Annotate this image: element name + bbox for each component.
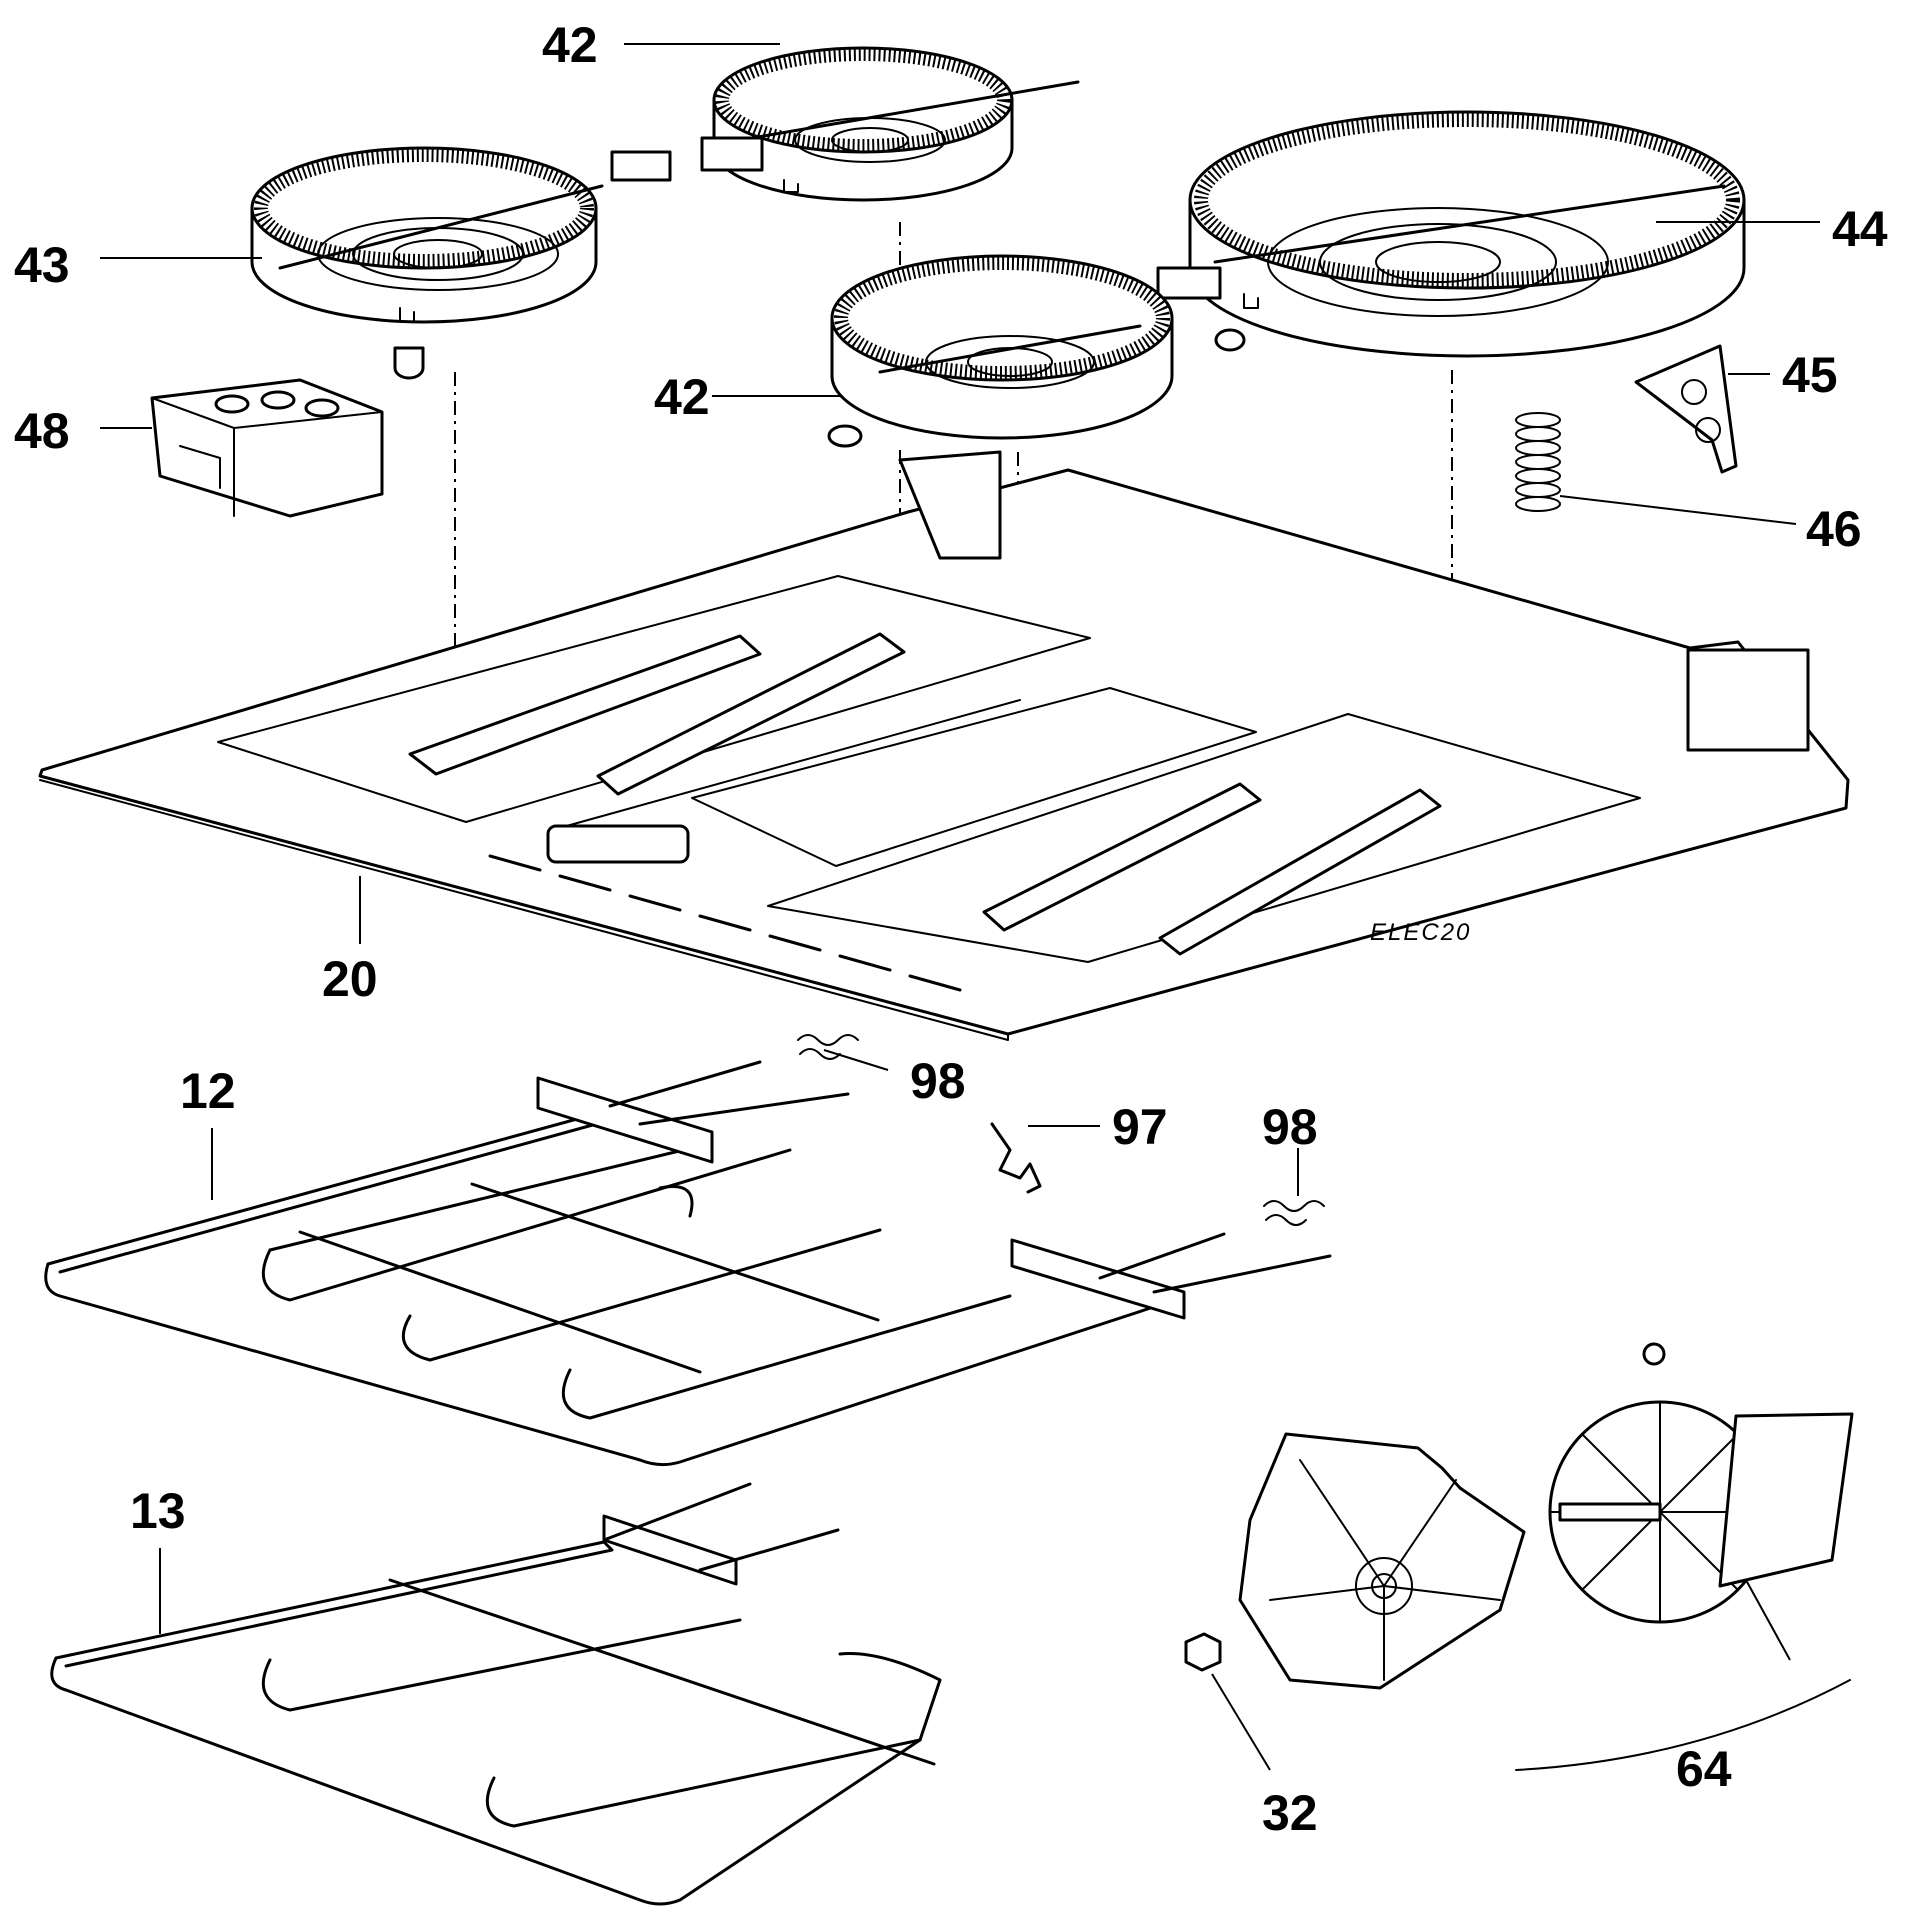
oven-element-12 bbox=[44, 1060, 1332, 1467]
hotplate-44 bbox=[1156, 110, 1746, 358]
leader-64 bbox=[1745, 1579, 1791, 1661]
label-42-top: 42 bbox=[542, 17, 598, 73]
spring-clip-98-a bbox=[797, 1034, 859, 1060]
label-44: 44 bbox=[1832, 201, 1888, 257]
fan-motor-64 bbox=[1515, 1342, 1854, 1771]
grill-element-13 bbox=[50, 1482, 942, 1906]
label-64: 64 bbox=[1676, 1741, 1732, 1797]
label-98-b: 98 bbox=[1262, 1099, 1318, 1155]
label-98-a: 98 bbox=[910, 1053, 966, 1109]
leader-98-a bbox=[823, 1049, 889, 1071]
spring-clip-98-b bbox=[1263, 1200, 1325, 1226]
label-20: 20 bbox=[322, 951, 378, 1007]
label-48: 48 bbox=[14, 403, 70, 459]
leader-46 bbox=[1559, 495, 1797, 525]
terminal-block-48 bbox=[150, 378, 384, 518]
clip-97 bbox=[990, 1122, 1042, 1194]
label-13: 13 bbox=[130, 1483, 186, 1539]
label-32: 32 bbox=[1262, 1785, 1318, 1841]
bracket-45 bbox=[1634, 344, 1738, 474]
label-42-mid: 42 bbox=[654, 369, 710, 425]
spring-46 bbox=[1515, 412, 1561, 512]
label-12: 12 bbox=[180, 1063, 236, 1119]
label-43: 43 bbox=[14, 237, 70, 293]
drawing-code: ELEC20 bbox=[1370, 919, 1471, 946]
leader-32 bbox=[1211, 1673, 1271, 1771]
hotplate-42-top bbox=[700, 46, 1080, 202]
label-46: 46 bbox=[1806, 501, 1862, 557]
hotplate-42-mid bbox=[827, 254, 1174, 448]
label-97: 97 bbox=[1112, 1099, 1168, 1155]
hob-support-plate-20 bbox=[38, 450, 1850, 1041]
fan-assembly bbox=[1184, 1432, 1526, 1690]
label-45: 45 bbox=[1782, 347, 1838, 403]
hotplate-43 bbox=[250, 146, 672, 380]
